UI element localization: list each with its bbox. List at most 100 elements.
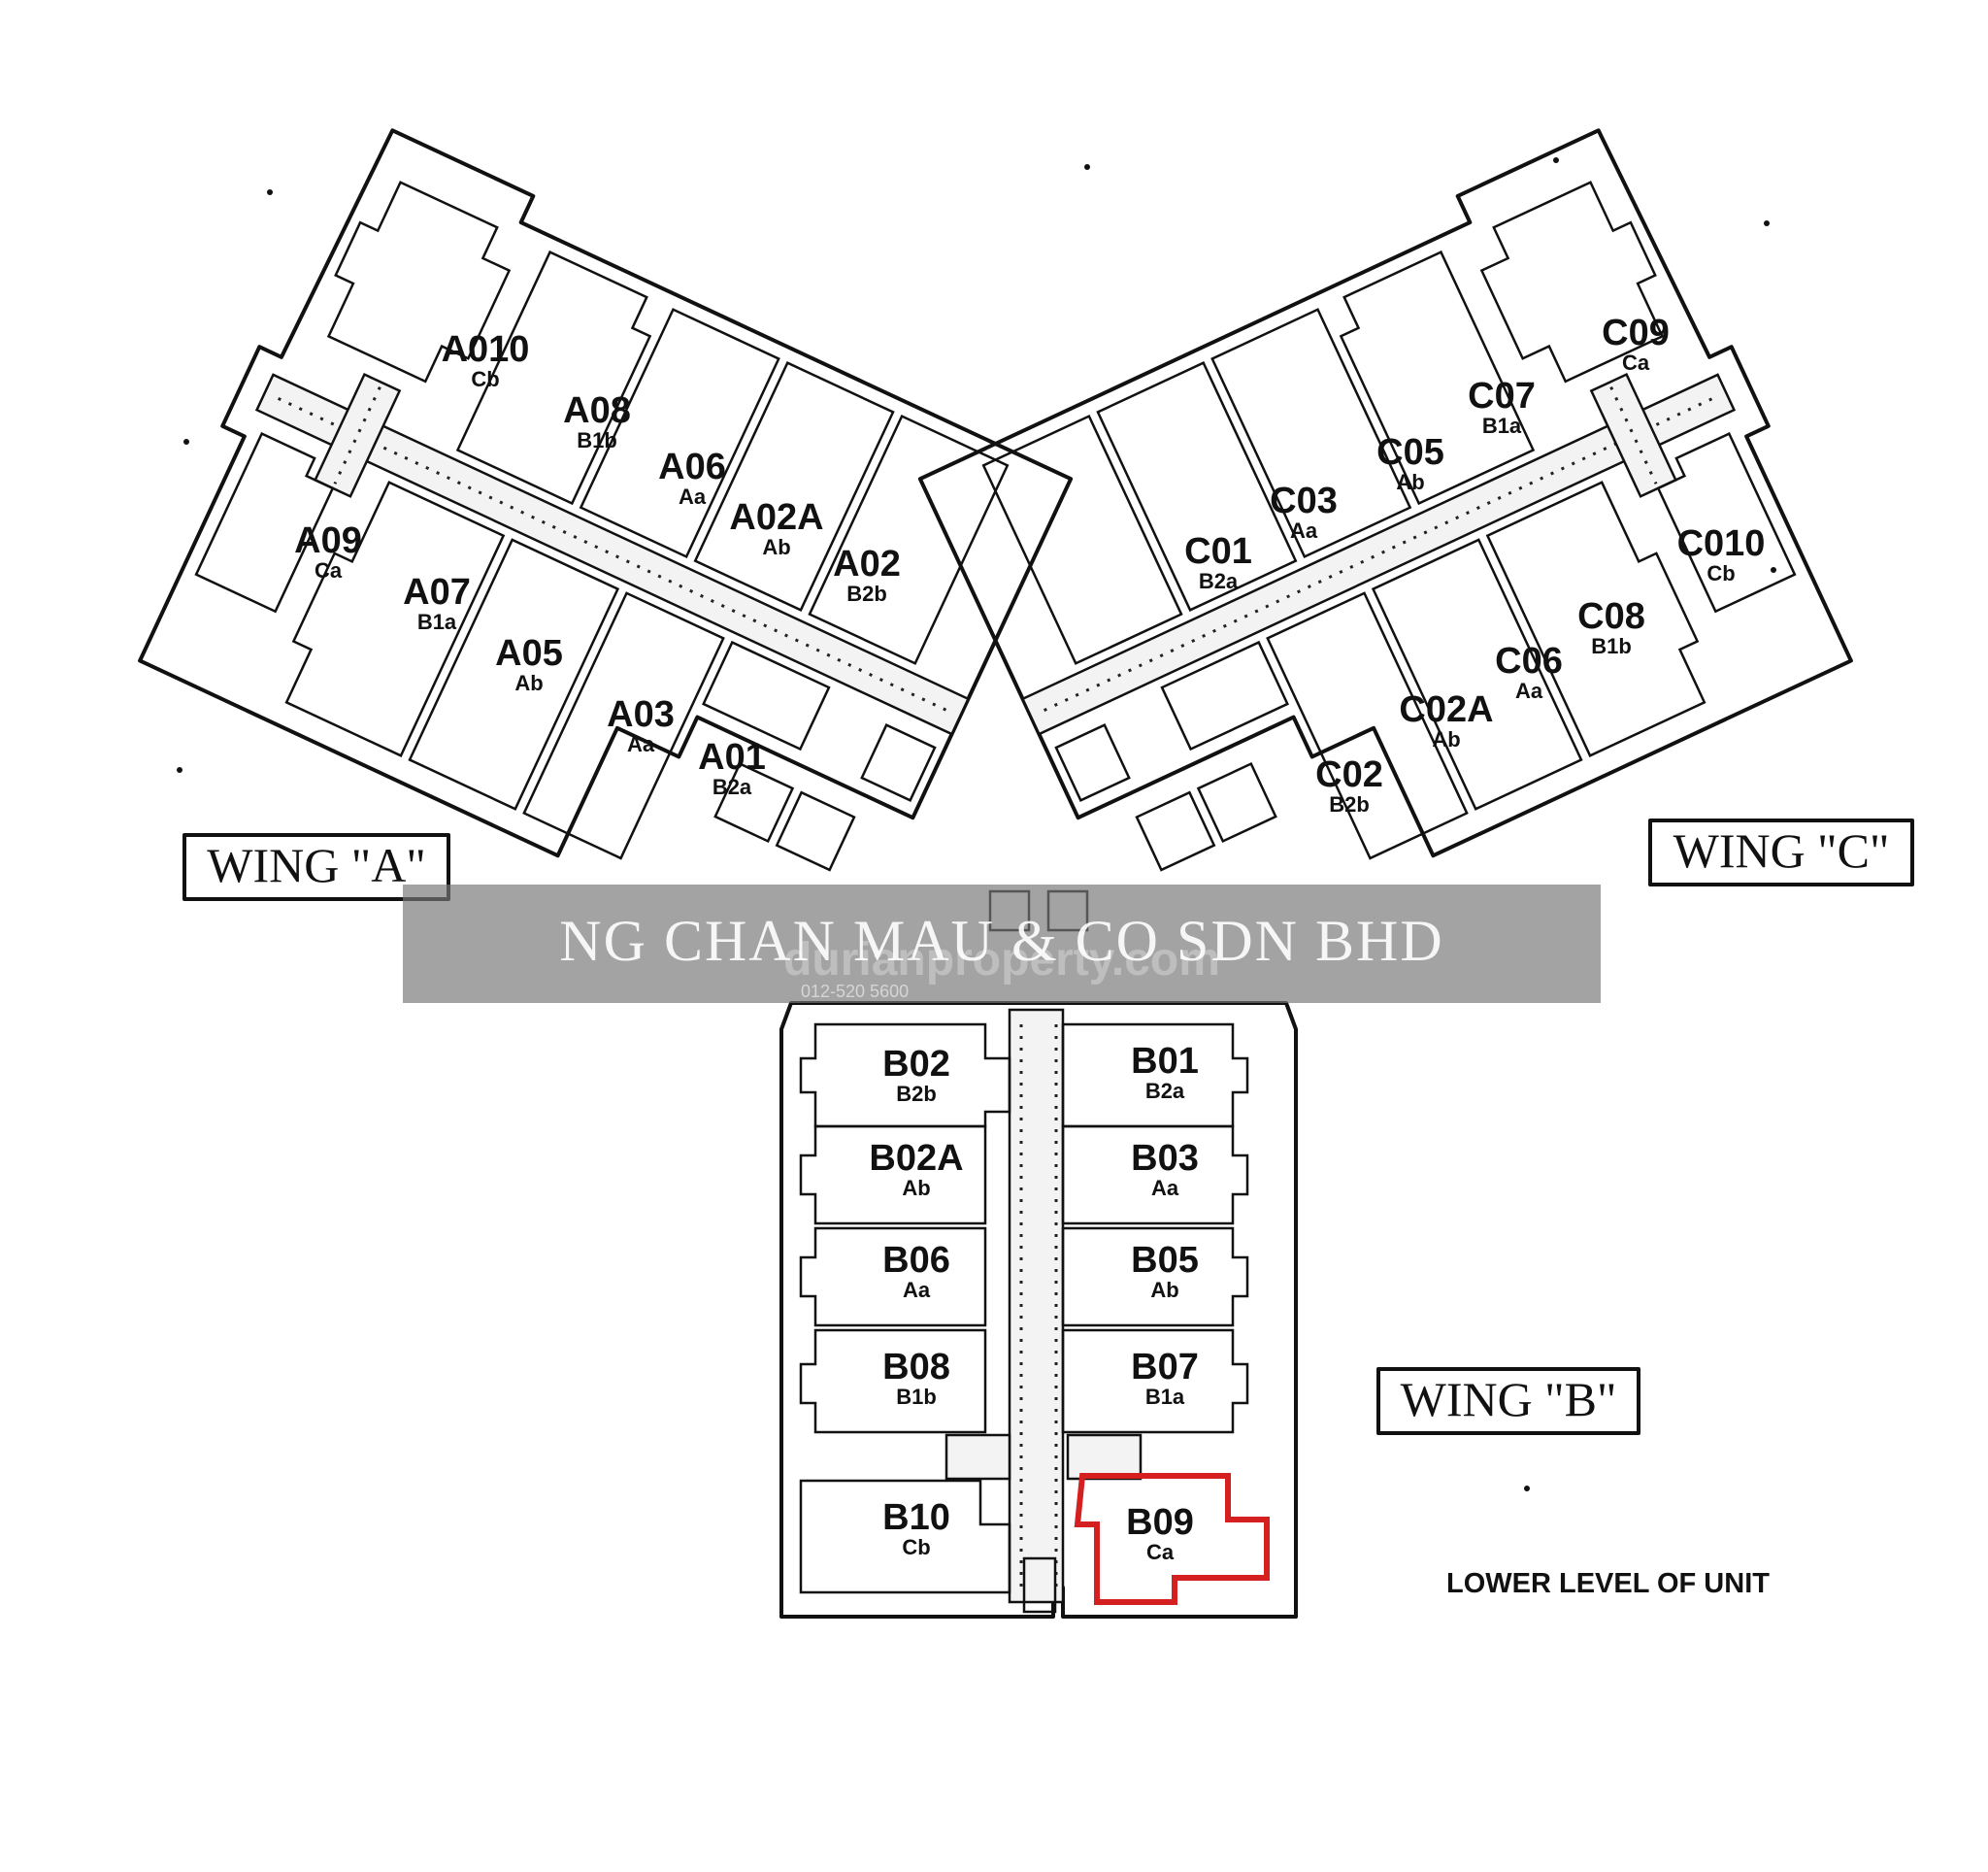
unit-type-a01: B2a (712, 775, 752, 799)
wing-c-label-box (1648, 819, 1914, 886)
unit-type-b09: Ca (1146, 1540, 1175, 1564)
wing-a-unit-outline (522, 591, 725, 860)
unit-type-a07: B1a (417, 610, 457, 634)
unit-code-b05: B05 (1131, 1240, 1199, 1281)
watermark-site: durianproperty.com (783, 934, 1220, 986)
watermark-company: NG CHAN MAU & CO SDN BHD (559, 909, 1444, 973)
unit-code-a09: A09 (294, 520, 362, 561)
lower-level-note: LOWER LEVEL OF UNIT (1446, 1568, 1770, 1599)
unit-code-b09: B09 (1126, 1502, 1194, 1543)
unit-code-a08: A08 (563, 390, 631, 431)
wing-b-unit-outline (799, 1124, 987, 1225)
unit-type-c010: Cb (1706, 561, 1735, 585)
wing-c-unit-outline (1479, 181, 1665, 384)
unit-type-c07: B1a (1482, 414, 1522, 438)
unit-type-b05: Ab (1150, 1278, 1178, 1302)
unit-type-a02a: Ab (762, 535, 790, 559)
wing-b-lobby (1066, 1433, 1143, 1481)
highlighted-unit-outline (1074, 1473, 1270, 1605)
wing-c-unit-outline (1096, 361, 1298, 612)
wing-c-unit-outline (1339, 250, 1536, 506)
wing-c-outline (917, 128, 1853, 858)
wing-b-unit-outline (1061, 1226, 1249, 1327)
wing-a-unit-outline (194, 431, 335, 614)
unit-type-a02: B2b (846, 582, 887, 606)
wing-c-unit-outline (1656, 431, 1797, 614)
scan-specks (177, 157, 1776, 1491)
unit-code-a06: A06 (658, 447, 726, 487)
unit-code-a05: A05 (495, 633, 563, 674)
wing-a-stair (860, 723, 937, 802)
wing-b-lobby (944, 1433, 1011, 1481)
wing-b-label: WING "B" (1401, 1372, 1617, 1426)
unit-code-a07: A07 (403, 572, 471, 613)
unit-type-c02a: Ab (1432, 727, 1460, 752)
wing-b-stair (1022, 1556, 1057, 1614)
unit-type-c05: Ab (1396, 470, 1424, 494)
unit-code-c02a: C02A (1399, 689, 1493, 730)
unit-code-c02: C02 (1315, 754, 1383, 795)
unit-code-c08: C08 (1577, 596, 1645, 637)
unit-code-c010: C010 (1677, 523, 1766, 564)
wing-c-unit-outline (1160, 640, 1289, 752)
wing-a-corridor (254, 373, 971, 736)
unit-code-c06: C06 (1495, 641, 1563, 682)
unit-type-a09: Ca (315, 558, 343, 583)
unit-code-a010: A010 (442, 329, 530, 370)
unit-code-b08: B08 (882, 1347, 950, 1387)
wing-b-unit-outline (799, 1479, 1011, 1594)
wing-c-lift (1196, 761, 1277, 844)
unit-type-b08: B1b (896, 1385, 937, 1409)
unit-type-b02: B2b (896, 1082, 937, 1106)
wing-a-unit-outline (455, 250, 652, 506)
unit-code-b10: B10 (882, 1497, 950, 1538)
wing-c-stair (1054, 723, 1131, 802)
unit-type-b02a: Ab (902, 1176, 930, 1200)
wing-b-unit-outline (799, 1226, 987, 1327)
unit-code-b03: B03 (1131, 1138, 1199, 1179)
wing-a-unit-outline (408, 538, 620, 811)
unit-type-a06: Aa (679, 485, 707, 509)
unit-code-a02a: A02A (729, 497, 823, 538)
unit-type-c03: Aa (1290, 518, 1318, 543)
unit-type-b07: B1a (1145, 1385, 1185, 1409)
wing-a (138, 128, 1074, 872)
unit-code-b02a: B02A (869, 1138, 963, 1179)
wing-c (917, 128, 1853, 872)
unit-type-b03: Aa (1151, 1176, 1179, 1200)
unit-code-b01: B01 (1131, 1041, 1199, 1082)
unit-code-b06: B06 (882, 1240, 950, 1281)
unit-code-c03: C03 (1270, 481, 1338, 521)
unit-type-a05: Ab (514, 671, 543, 695)
wing-a-unit-outline (808, 414, 1010, 665)
wing-a-unit-outline (579, 308, 780, 559)
watermark-banner: durianproperty.com NG CHAN MAU & CO SDN … (403, 885, 1601, 1003)
wing-a-label-box (182, 833, 450, 901)
unit-code-a03: A03 (607, 694, 675, 735)
wing-a-lift (775, 790, 856, 872)
unit-code-c07: C07 (1468, 376, 1536, 417)
wing-b (779, 889, 1298, 1619)
wing-b-label-box (1376, 1367, 1640, 1435)
unit-type-b10: Cb (902, 1535, 930, 1559)
unit-type-a03: Aa (627, 732, 655, 756)
wing-b-unit-outline (1061, 1124, 1249, 1225)
wing-c-unit-outline (1485, 481, 1706, 757)
unit-code-b02: B02 (882, 1044, 950, 1085)
unit-type-c09: Ca (1622, 351, 1650, 375)
wing-c-unit-outline (1266, 591, 1469, 860)
wing-a-unit-outline (702, 640, 831, 752)
unit-type-c02: B2b (1329, 792, 1370, 817)
unit-code-c01: C01 (1184, 531, 1252, 572)
unit-type-a010: Cb (471, 367, 499, 391)
wing-c-label: WING "C" (1673, 823, 1890, 878)
unit-code-a01: A01 (698, 737, 766, 778)
wing-a-label: WING "A" (207, 838, 426, 892)
unit-type-c01: B2a (1199, 569, 1239, 593)
wing-c-unit-outline (1210, 308, 1412, 559)
unit-code-a02: A02 (833, 544, 901, 585)
watermark-phone: 012-520 5600 (801, 982, 910, 1001)
wing-b-corridor (1008, 1008, 1065, 1604)
